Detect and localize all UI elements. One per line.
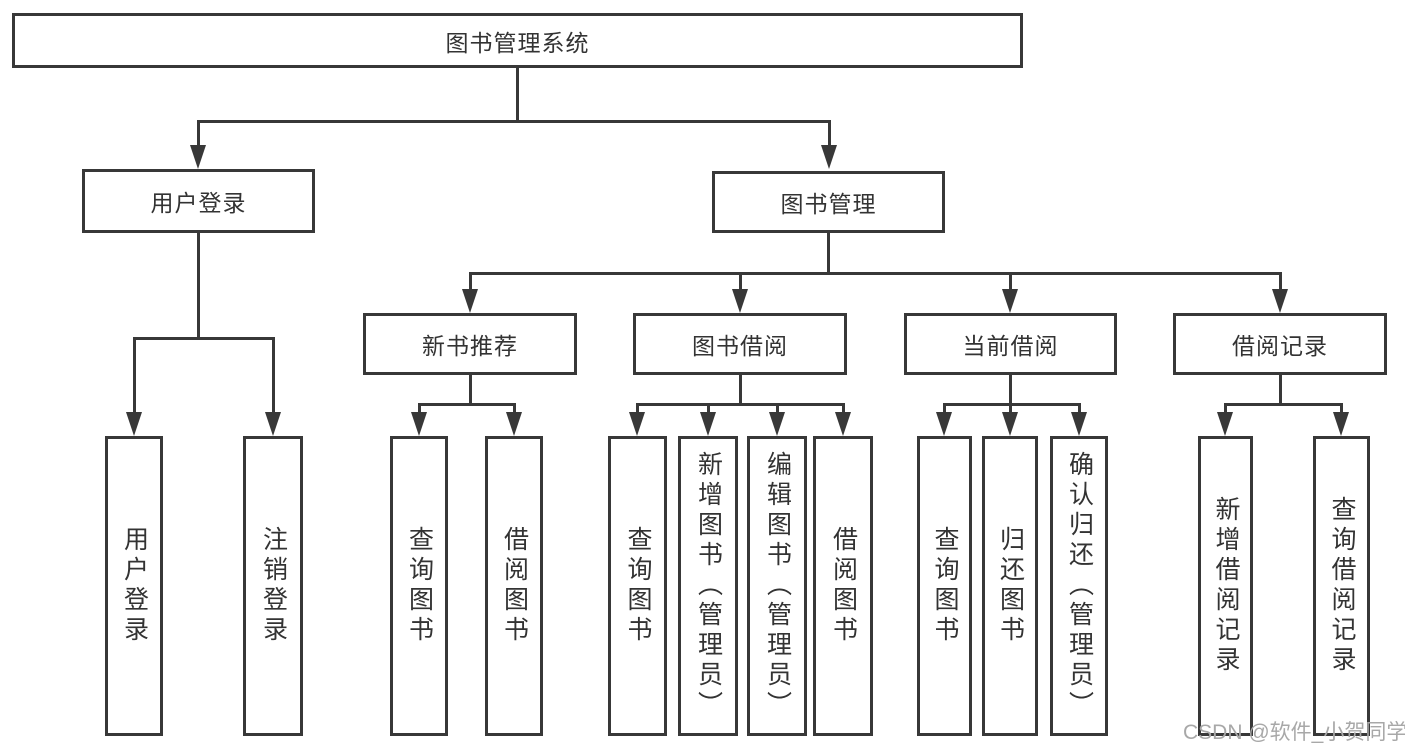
leaf-add-borrow-record: 新增借阅记录 <box>1198 436 1253 736</box>
leaf-edit-book-admin: 编辑图书（管理员） <box>747 436 807 736</box>
node-label: 注销登录 <box>259 526 288 646</box>
leaf-confirm-return-admin: 确认归还（管理员） <box>1050 436 1108 736</box>
connector-vline <box>1009 403 1012 414</box>
arrow-down-icon <box>506 412 522 436</box>
connector-vline <box>943 403 946 414</box>
node-label: 借阅图书 <box>500 526 529 646</box>
connector-hline <box>636 403 845 406</box>
node-label: 编辑图书（管理员） <box>763 451 792 721</box>
connector-vline <box>828 120 831 147</box>
connector-vline <box>1078 403 1081 414</box>
connector-vline <box>1279 272 1282 291</box>
arrow-down-icon <box>462 289 478 313</box>
node-label: 查询借阅记录 <box>1328 496 1356 676</box>
connector-hline <box>418 403 516 406</box>
node-label: 查询图书 <box>931 526 959 646</box>
node-label: 新书推荐 <box>422 333 518 359</box>
connector-hline <box>469 272 1282 275</box>
node-label: 当前借阅 <box>962 333 1059 359</box>
connector-vline <box>1340 403 1343 414</box>
connector-vline <box>827 233 830 275</box>
connector-hline <box>943 403 1081 406</box>
connector-hline <box>197 120 831 123</box>
connector-vline <box>842 403 845 414</box>
node-label: 用户登录 <box>150 190 247 216</box>
connector-vline <box>739 375 742 406</box>
connector-vline <box>469 272 472 291</box>
arrow-down-icon <box>1333 412 1349 436</box>
leaf-add-book-admin: 新增图书（管理员） <box>678 436 738 736</box>
leaf-borrow-books-2: 借阅图书 <box>813 436 873 736</box>
connector-vline <box>776 403 779 414</box>
arrow-down-icon <box>700 412 716 436</box>
arrow-down-icon <box>835 412 851 436</box>
leaf-borrow-books: 借阅图书 <box>485 436 543 736</box>
connector-vline <box>1009 272 1012 291</box>
arrow-down-icon <box>821 145 837 169</box>
node-label: 归还图书 <box>996 526 1025 646</box>
leaf-logout: 注销登录 <box>243 436 303 736</box>
node-label: 图书管理 <box>780 191 877 217</box>
arrow-down-icon <box>936 412 952 436</box>
node-label: 借阅记录 <box>1232 333 1328 359</box>
connector-vline <box>707 403 710 414</box>
node-label: 图书借阅 <box>692 333 788 359</box>
connector-vline <box>469 375 472 406</box>
node-label: 图书管理系统 <box>445 29 590 56</box>
arrow-down-icon <box>629 412 645 436</box>
node-label: 借阅图书 <box>829 526 858 646</box>
connector-vline <box>516 68 519 120</box>
watermark: CSDN @软件_小贺同学 <box>1183 721 1405 744</box>
connector-vline <box>1279 375 1282 406</box>
node-label: 查询图书 <box>405 526 434 646</box>
node-book-management: 图书管理 <box>712 171 945 233</box>
arrow-down-icon <box>1002 412 1018 436</box>
arrow-down-icon <box>126 412 142 436</box>
connector-hline <box>133 337 275 340</box>
leaf-query-books: 查询图书 <box>390 436 448 736</box>
leaf-query-books-3: 查询图书 <box>917 436 972 736</box>
node-book-borrowing: 图书借阅 <box>633 313 847 375</box>
arrow-down-icon <box>1002 289 1018 313</box>
node-borrowing-records: 借阅记录 <box>1173 313 1387 375</box>
leaf-user-login: 用户登录 <box>105 436 163 736</box>
arrow-down-icon <box>732 289 748 313</box>
leaf-query-borrow-record: 查询借阅记录 <box>1313 436 1370 736</box>
arrow-down-icon <box>265 412 281 436</box>
arrow-down-icon <box>190 145 206 169</box>
connector-vline <box>272 337 275 414</box>
connector-vline <box>739 272 742 291</box>
arrow-down-icon <box>1272 289 1288 313</box>
connector-vline <box>513 403 516 414</box>
arrow-down-icon <box>769 412 785 436</box>
node-new-book-recommend: 新书推荐 <box>363 313 577 375</box>
connector-vline <box>197 120 200 147</box>
leaf-return-book: 归还图书 <box>982 436 1038 736</box>
node-label: 新增借阅记录 <box>1212 496 1240 676</box>
node-label: 新增图书（管理员） <box>694 451 723 721</box>
connector-vline <box>1009 375 1012 406</box>
connector-vline <box>418 403 421 414</box>
connector-vline <box>133 337 136 414</box>
arrow-down-icon <box>1071 412 1087 436</box>
node-current-borrowing: 当前借阅 <box>904 313 1117 375</box>
arrow-down-icon <box>411 412 427 436</box>
node-user-login: 用户登录 <box>82 169 315 233</box>
node-library-management-system: 图书管理系统 <box>12 13 1023 68</box>
connector-hline <box>1224 403 1343 406</box>
connector-vline <box>197 233 200 337</box>
node-label: 确认归还（管理员） <box>1065 451 1094 721</box>
arrow-down-icon <box>1217 412 1233 436</box>
node-label: 查询图书 <box>624 526 652 646</box>
connector-vline <box>636 403 639 414</box>
leaf-query-books-2: 查询图书 <box>608 436 667 736</box>
connector-vline <box>1224 403 1227 414</box>
node-label: 用户登录 <box>120 526 149 646</box>
